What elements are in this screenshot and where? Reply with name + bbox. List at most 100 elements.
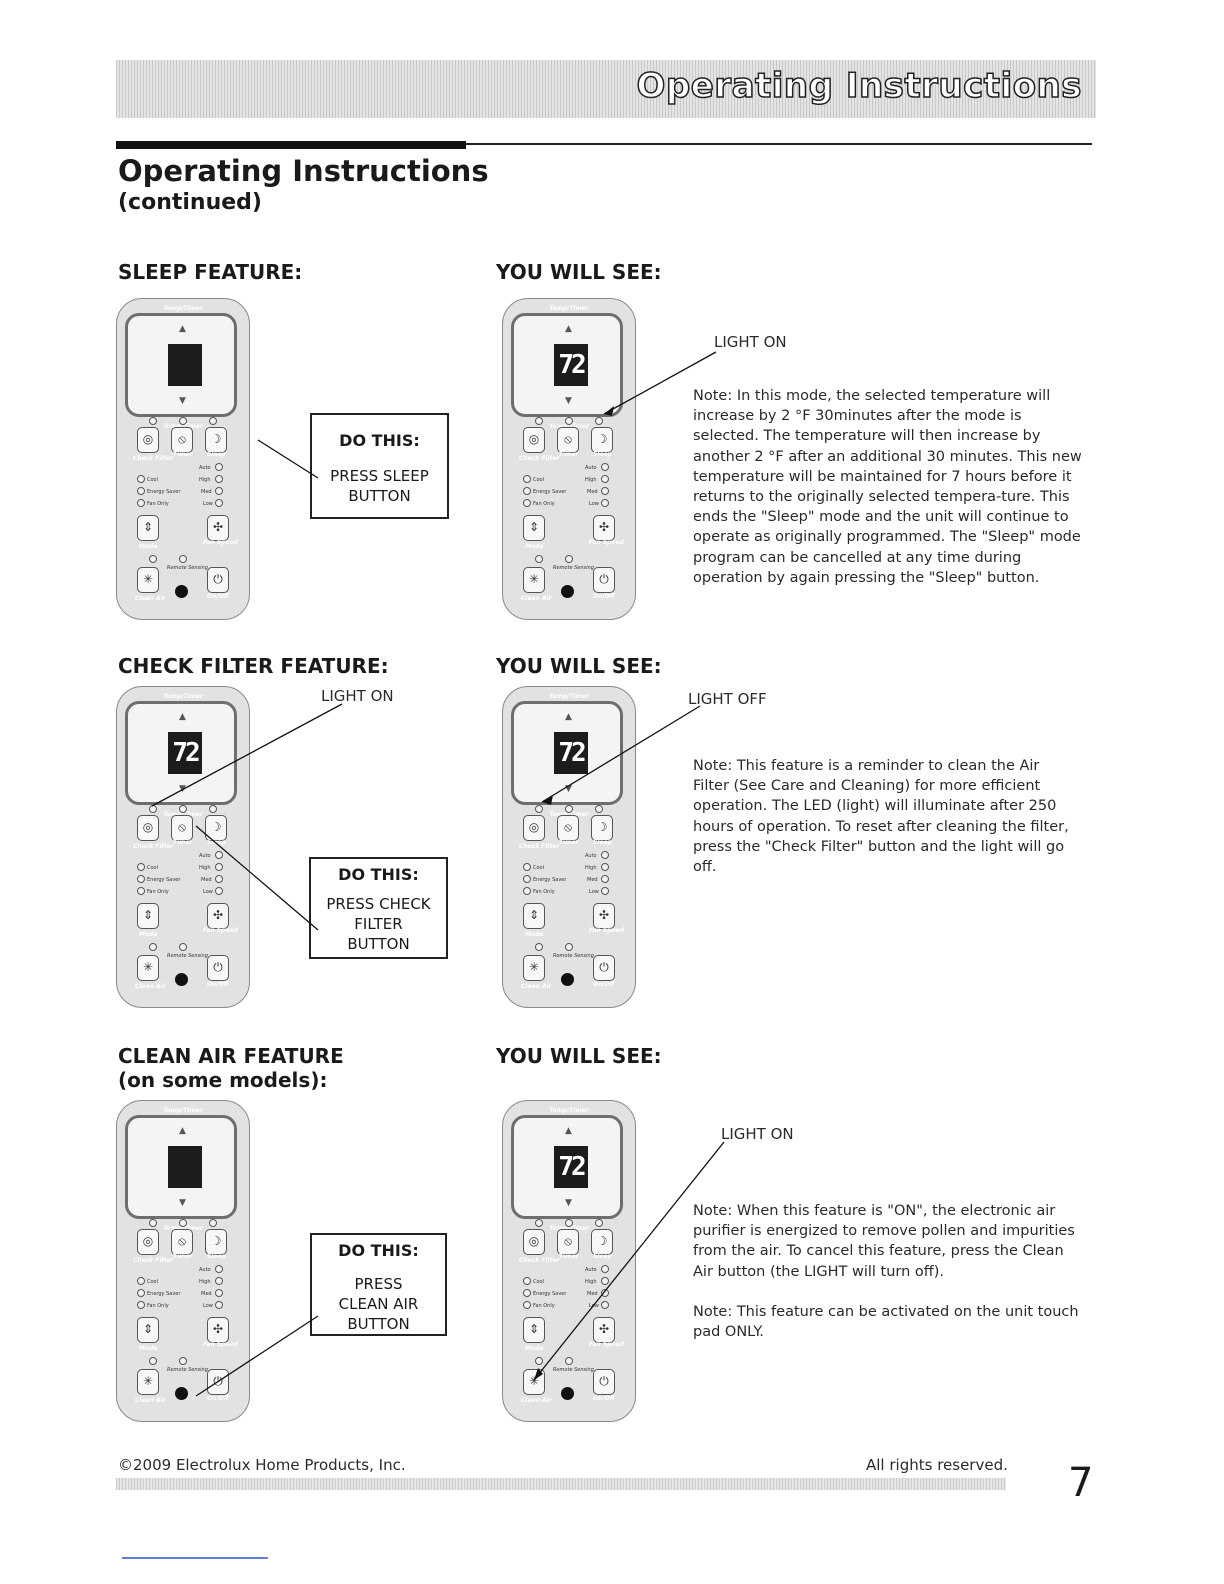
remote-temp-timer-label: Temp/Timer (549, 305, 589, 312)
indicator-dot (595, 805, 603, 813)
indicator-dot (565, 555, 573, 563)
down-arrow-icon: ▼ (179, 784, 186, 794)
remote-mode-label: Mode (525, 931, 544, 938)
page-title: Operating Instructions (118, 154, 489, 188)
remote-fan-speed-label: Fan Speed (203, 927, 238, 934)
mode-button-icon: ⇕ (523, 903, 545, 929)
banner-title: Operating Instructions (636, 65, 1082, 107)
indicator-dot (523, 1277, 531, 1285)
remote-lcd-digits: 72 (172, 738, 200, 768)
remote-med-label: Med (201, 877, 212, 883)
sleep-note: Note: In this mode, the selected tempera… (693, 388, 1082, 586)
page-number: 7 (1068, 1460, 1094, 1506)
indicator-dot (215, 1265, 223, 1273)
remote-cool-label: Cool (147, 477, 158, 483)
indicator-dot (149, 805, 157, 813)
indicator-dot (601, 1289, 609, 1297)
indicator-dot (601, 1277, 609, 1285)
indicator-dot (601, 1301, 609, 1309)
remote-sensor-icon (561, 1387, 574, 1400)
check-filter-button-icon: ◎ (523, 427, 545, 453)
indicator-dot (215, 863, 223, 871)
check-filter-button-icon: ◎ (137, 427, 159, 453)
remote-med-label: Med (201, 489, 212, 495)
remote-temp-timer-sub-label: Temp/Timer (503, 423, 635, 430)
indicator-dot (535, 555, 543, 563)
check-filter-light-label: LIGHT OFF (688, 690, 767, 708)
remote-timer-label: Timer (173, 451, 193, 458)
indicator-dot (179, 1357, 187, 1365)
indicator-dot (137, 1277, 145, 1285)
remote-med-label: Med (587, 1291, 598, 1297)
fan-speed-button-icon: ✣ (207, 515, 229, 541)
indicator-dot (601, 887, 609, 895)
check-filter-do-this-box: DO THIS: PRESS CHECK FILTER BUTTON (309, 857, 448, 959)
indicator-dot (149, 943, 157, 951)
indicator-dot (535, 943, 543, 951)
footer-bar (116, 1478, 1006, 1490)
remote-check-filter-do: Temp/Timer▲72▼Temp/Timer◎⦸☽Check FilterT… (116, 686, 250, 1008)
remote-energy-saver-label: Energy Saver (147, 877, 181, 883)
clean-air-heading: CLEAN AIR FEATURE (118, 1044, 344, 1068)
remote-low-label: Low (589, 889, 599, 895)
remote-energy-saver-label: Energy Saver (147, 1291, 181, 1297)
indicator-dot (215, 1301, 223, 1309)
remote-display-frame: ▲72▼ (511, 313, 623, 417)
remote-mode-label: Mode (139, 931, 158, 938)
indicator-dot (179, 943, 187, 951)
indicator-dot (137, 487, 145, 495)
check-filter-note: Note: This feature is a reminder to clea… (693, 758, 1069, 876)
remote-check-filter-label: Check Filter (519, 843, 560, 850)
indicator-dot (523, 487, 531, 495)
remote-temp-timer-label: Temp/Timer (163, 693, 203, 700)
remote-remote-sensing-label: Remote Sensing (167, 565, 208, 571)
remote-check-filter-label: Check Filter (519, 455, 560, 462)
indicator-dot (209, 1219, 217, 1227)
remote-sensor-icon (175, 973, 188, 986)
remote-auto-label: Auto (199, 853, 211, 859)
remote-fan-speed-label: Fan Speed (589, 1341, 624, 1348)
remote-lcd (168, 1146, 202, 1188)
remote-timer-label: Timer (173, 839, 193, 846)
indicator-dot (535, 805, 543, 813)
check-filter-button-icon: ◎ (523, 815, 545, 841)
up-arrow-icon: ▲ (565, 1126, 572, 1136)
fan-speed-button-icon: ✣ (593, 903, 615, 929)
remote-fan-only-label: Fan Only (147, 1303, 169, 1309)
remote-on-off-label: On/Off (207, 981, 229, 988)
indicator-dot (209, 805, 217, 813)
remote-cool-label: Cool (533, 477, 544, 483)
remote-lcd (168, 344, 202, 386)
remote-display-frame: ▲72▼ (125, 701, 237, 805)
indicator-dot (535, 1219, 543, 1227)
mode-button-icon: ⇕ (137, 515, 159, 541)
remote-energy-saver-label: Energy Saver (533, 1291, 567, 1297)
remote-low-label: Low (589, 1303, 599, 1309)
remote-sleep-label: Sleep (207, 839, 226, 846)
remote-fan-speed-label: Fan Speed (589, 539, 624, 546)
remote-sensor-icon (561, 585, 574, 598)
remote-high-label: High (585, 477, 597, 483)
remote-display-frame: ▲▼ (125, 313, 237, 417)
remote-high-label: High (199, 865, 211, 871)
remote-fan-speed-label: Fan Speed (589, 927, 624, 934)
check-filter-button-icon: ◎ (137, 815, 159, 841)
remote-auto-label: Auto (585, 465, 597, 471)
remote-clean-air-label: Clean Air (135, 1397, 166, 1404)
remote-lcd: 72 (554, 1146, 588, 1188)
remote-auto-label: Auto (585, 1267, 597, 1273)
remote-low-label: Low (203, 501, 213, 507)
timer-button-icon: ⦸ (171, 1229, 193, 1255)
clean-air-do-text: PRESS CLEAN AIR BUTTON (338, 1275, 419, 1333)
remote-clean-air-see: Temp/Timer▲72▼Temp/Timer◎⦸☽Check FilterT… (502, 1100, 636, 1422)
indicator-dot (137, 1289, 145, 1297)
indicator-dot (215, 1289, 223, 1297)
remote-remote-sensing-label: Remote Sensing (553, 1367, 594, 1373)
remote-temp-timer-label: Temp/Timer (163, 305, 203, 312)
remote-check-filter-label: Check Filter (519, 1257, 560, 1264)
indicator-dot (209, 417, 217, 425)
on-off-button-icon: ⏻ (207, 1369, 229, 1395)
remote-med-label: Med (587, 489, 598, 495)
remote-cool-label: Cool (533, 865, 544, 871)
indicator-dot (179, 805, 187, 813)
